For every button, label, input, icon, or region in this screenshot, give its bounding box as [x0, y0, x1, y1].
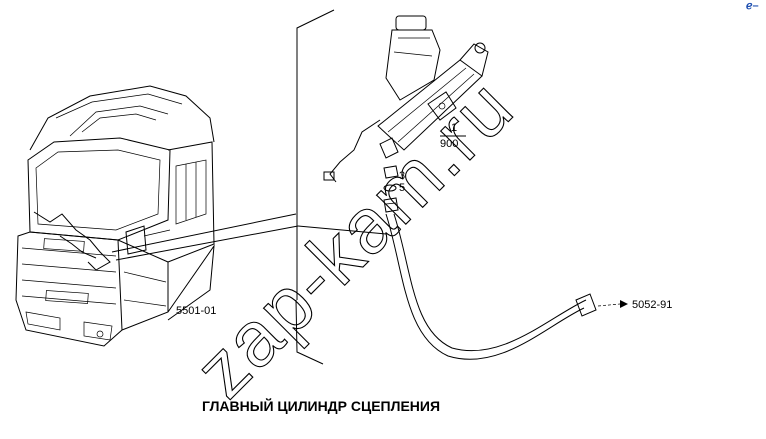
leader-lines — [111, 213, 387, 261]
fitting-number-5: 5 — [399, 182, 405, 194]
corner-mark: ℯ– — [746, 0, 759, 12]
fittings-drawing — [383, 165, 399, 213]
hydraulic-hose — [385, 213, 628, 360]
cylinder-part-sub-number: 900 — [440, 138, 458, 150]
diagram-title: ГЛАВНЫЙ ЦИЛИНДР СЦЕПЛЕНИЯ — [202, 397, 440, 414]
cylinder-part-number: 1 — [451, 122, 457, 134]
line-reference-label: 5052-91 — [632, 299, 672, 311]
watermark-text: zap-kam.ru — [178, 62, 530, 414]
separator-lines — [295, 9, 335, 365]
reference-labels: 5501-01 5052-91 1 900 3 5 — [176, 122, 672, 317]
cab-reference-label: 5501-01 — [176, 305, 216, 317]
fitting-number-3: 3 — [399, 170, 405, 182]
master-cylinder-drawing — [323, 15, 489, 183]
